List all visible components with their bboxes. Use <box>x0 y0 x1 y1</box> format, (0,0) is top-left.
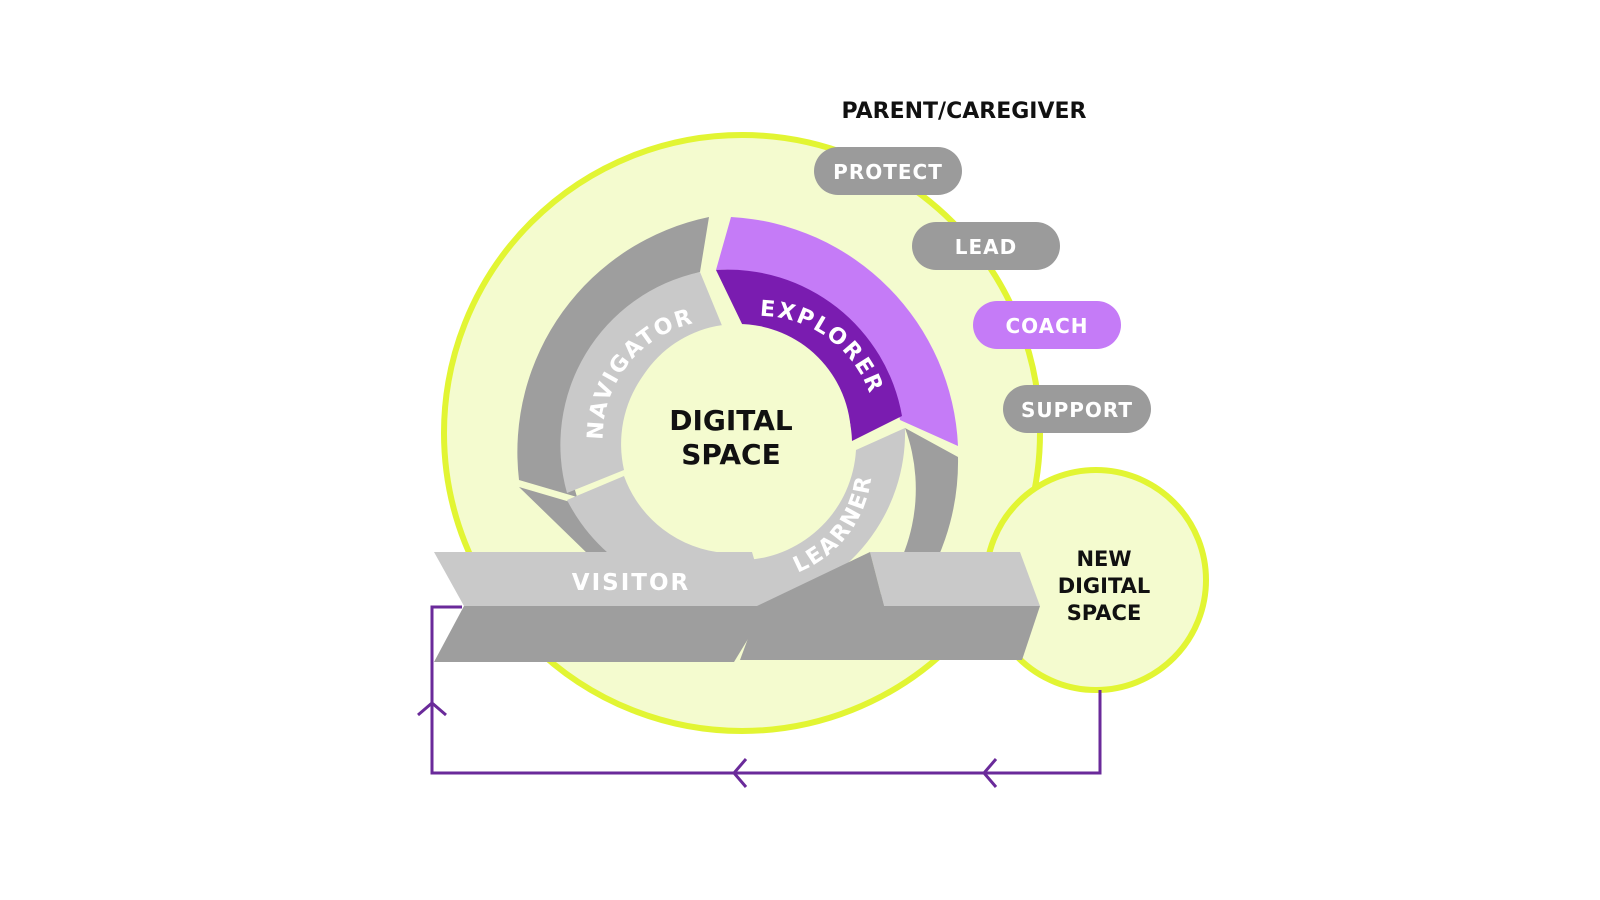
new-space-line3: SPACE <box>1067 601 1142 625</box>
center-label-line1: DIGITAL <box>669 404 793 437</box>
loop-arrow-1-icon <box>982 758 998 788</box>
role-pill-label: SUPPORT <box>1021 398 1133 422</box>
digital-space-circle <box>625 324 851 550</box>
stage-visitor-label: VISITOR <box>572 570 690 596</box>
loop-arrow-3-icon <box>417 701 447 717</box>
explorer-outer-band <box>716 217 958 446</box>
new-space-line1: NEW <box>1076 547 1131 571</box>
loop-back-line <box>430 605 1102 775</box>
role-title: PARENT/CAREGIVER <box>842 99 1087 124</box>
learner-bridge <box>757 552 884 606</box>
role-pill-label: LEAD <box>955 235 1018 259</box>
loop-arrow-2-icon <box>732 758 748 788</box>
role-pill-protect: PROTECT <box>814 147 962 195</box>
visitor-arrow-bottom <box>434 606 768 662</box>
right-arrow-bottom <box>740 606 1040 660</box>
explorer-inner-band <box>716 269 902 441</box>
learner-outer-band <box>866 428 959 612</box>
learner-band <box>746 428 906 606</box>
center-label-line2: SPACE <box>681 438 780 471</box>
role-pill-label: PROTECT <box>833 160 943 184</box>
role-pill-label: COACH <box>1005 314 1088 338</box>
right-arrow-top <box>870 552 1040 606</box>
visitor-arrow-top <box>434 552 768 606</box>
role-pill-lead: LEAD <box>912 222 1060 270</box>
new-space-line2: DIGITAL <box>1058 574 1151 598</box>
role-pill-support: SUPPORT <box>1003 385 1151 433</box>
navigator-band <box>560 272 723 493</box>
role-pill-coach: COACH <box>973 301 1121 349</box>
